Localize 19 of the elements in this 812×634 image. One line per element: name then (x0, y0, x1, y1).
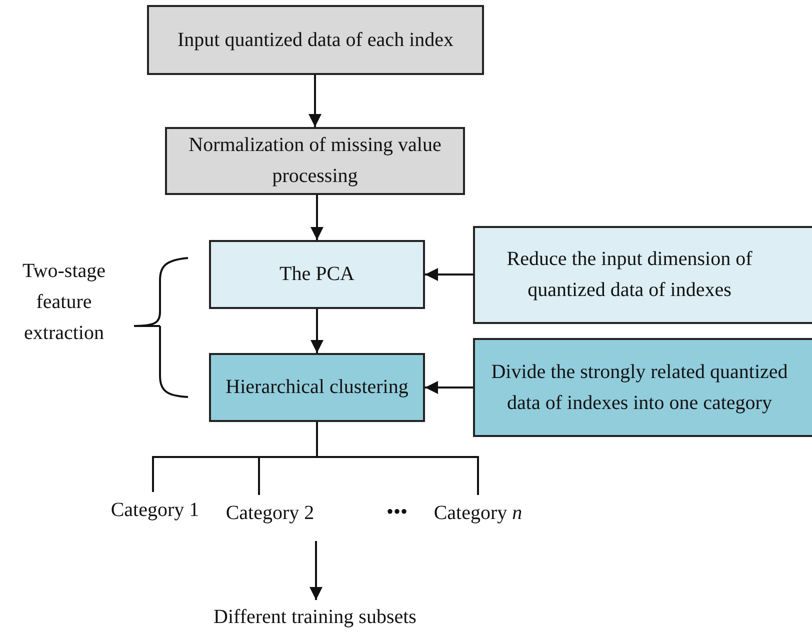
output-text: Category n (418, 495, 538, 531)
output-text: Category 1 (98, 492, 212, 528)
process-box: Input quantized data of each index (147, 5, 484, 75)
process-box: Hierarchical clustering (209, 353, 425, 422)
output-text: Different training subsets (205, 600, 425, 634)
arrow (308, 75, 322, 127)
arrow (425, 268, 473, 281)
process-box: Reduce the input dimension of quantized data of indexes (473, 226, 812, 324)
arrow (425, 381, 473, 394)
arrow (310, 195, 324, 240)
arrow (310, 309, 324, 353)
process-box: The PCA (209, 240, 425, 309)
connector-line (316, 422, 479, 495)
arrow (310, 541, 322, 600)
ellipsis-label: ••• (385, 500, 408, 525)
process-box: Divide the strongly related quantized data of indexes into one category (473, 338, 812, 437)
output-text: Category 2 (212, 495, 328, 531)
process-box: Normalization of missing value processing (165, 127, 465, 195)
group-label: Two-stage feature extraction (21, 259, 107, 346)
